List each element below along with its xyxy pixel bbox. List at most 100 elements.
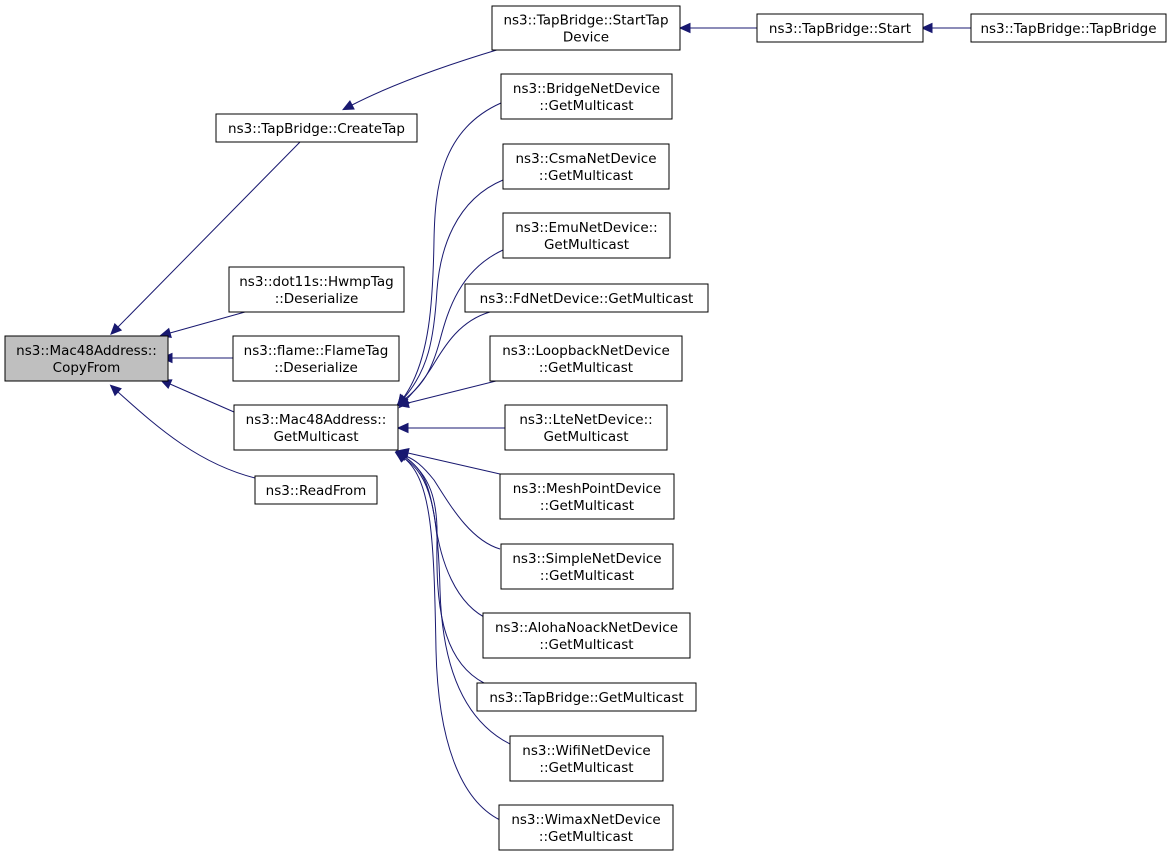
node-box <box>500 73 673 120</box>
node-label-line: ns3::FdNetDevice::GetMulticast <box>480 291 694 307</box>
node-box <box>970 13 1167 43</box>
node-label-line: GetMulticast <box>544 237 629 253</box>
node-box <box>4 335 169 382</box>
edge-mesh-point-to-mac-get-multicast <box>397 447 501 475</box>
node-create-tap[interactable]: ns3::TapBridge::CreateTap <box>215 113 418 143</box>
node-label-line: ns3::CsmaNetDevice <box>515 151 656 167</box>
edge-line <box>351 48 501 106</box>
node-label-line: ns3::SimpleNetDevice <box>512 551 661 567</box>
node-loopback[interactable]: ns3::LoopbackNetDevice::GetMulticast <box>489 335 683 382</box>
node-tap-bridge-ctor[interactable]: ns3::TapBridge::TapBridge <box>970 13 1167 43</box>
node-simple[interactable]: ns3::SimpleNetDevice::GetMulticast <box>500 543 674 590</box>
edge-flame-deserialize-to-copy-from <box>160 352 233 364</box>
node-label-line: ns3::WifiNetDevice <box>522 743 650 759</box>
edge-line <box>403 457 501 821</box>
node-box <box>498 804 674 851</box>
node-label-line: ns3::Mac48Address:: <box>246 412 387 428</box>
node-wimax[interactable]: ns3::WimaxNetDevice::GetMulticast <box>498 804 674 851</box>
node-tap-bridge-gm[interactable]: ns3::TapBridge::GetMulticast <box>476 682 697 712</box>
edge-tap-bridge-ctor-to-start <box>920 22 971 34</box>
edge-tap-bridge-gm-to-mac-get-multicast <box>395 450 485 684</box>
node-label-line: ns3::TapBridge::TapBridge <box>980 21 1156 37</box>
node-label-line: ::GetMulticast <box>540 568 634 584</box>
node-label-line: ns3::WimaxNetDevice <box>511 812 660 828</box>
edge-line <box>404 456 485 684</box>
node-label-line: ns3::BridgeNetDevice <box>513 81 660 97</box>
node-box <box>228 266 405 313</box>
edge-line <box>407 380 497 404</box>
arrowhead <box>396 422 409 434</box>
edge-start-to-start-tap-device <box>678 22 757 34</box>
node-label-line: ns3::TapBridge::Start <box>769 21 911 37</box>
node-label-line: ::GetMulticast <box>540 498 634 514</box>
node-box <box>215 113 418 143</box>
node-fd[interactable]: ns3::FdNetDevice::GetMulticast <box>464 283 709 313</box>
node-label-line: ns3::flame::FlameTag <box>244 343 389 359</box>
edge-mac-get-multicast-to-copy-from <box>159 379 235 413</box>
node-label-line: ::GetMulticast <box>539 98 633 114</box>
edge-line <box>117 391 256 479</box>
node-label-line: ::GetMulticast <box>539 168 633 184</box>
edge-line <box>117 141 301 328</box>
node-label-line: ::GetMulticast <box>539 829 633 845</box>
node-label-line: ::GetMulticast <box>539 760 633 776</box>
node-label-line: ::Deserialize <box>274 360 358 376</box>
node-box <box>476 682 697 712</box>
node-bridge[interactable]: ns3::BridgeNetDevice::GetMulticast <box>500 73 673 120</box>
edge-line <box>403 102 502 398</box>
arrowhead <box>342 100 355 111</box>
edge-lte-to-mac-get-multicast <box>396 422 505 434</box>
node-label-line: ns3::dot11s::HwmpTag <box>239 274 393 290</box>
arrowhead <box>920 22 933 34</box>
edge-line <box>169 383 235 413</box>
node-mesh-point[interactable]: ns3::MeshPointDevice::GetMulticast <box>499 473 675 520</box>
node-label-line: ::GetMulticast <box>539 637 633 653</box>
node-label-line: ns3::EmuNetDevice:: <box>515 220 657 236</box>
node-mac-get-multicast[interactable]: ns3::Mac48Address::GetMulticast <box>233 404 399 451</box>
arrowhead <box>397 397 410 408</box>
edge-line <box>405 311 491 401</box>
arrowhead <box>395 451 408 463</box>
node-box <box>491 5 681 51</box>
node-label-line: Device <box>563 30 609 46</box>
node-lte[interactable]: ns3::LteNetDevice::GetMulticast <box>504 404 668 451</box>
node-flame-deserialize[interactable]: ns3::flame::FlameTag::Deserialize <box>232 335 400 382</box>
edge-loopback-to-mac-get-multicast <box>397 380 497 408</box>
edge-line <box>407 452 501 475</box>
node-label-line: ns3::TapBridge::CreateTap <box>228 121 405 137</box>
node-box <box>502 212 671 259</box>
node-label-line: ns3::TapBridge::GetMulticast <box>489 690 683 706</box>
node-box <box>509 735 664 782</box>
node-label-line: ns3::AlohaNoackNetDevice <box>495 620 678 636</box>
node-label-line: ns3::TapBridge::StartTap <box>503 13 668 29</box>
nodes-layer: ns3::Mac48Address::CopyFromns3::TapBridg… <box>4 5 1167 851</box>
node-box <box>482 612 691 659</box>
node-read-from[interactable]: ns3::ReadFrom <box>254 475 378 505</box>
node-csma[interactable]: ns3::CsmaNetDevice::GetMulticast <box>502 143 670 190</box>
edge-line <box>169 311 246 334</box>
node-box <box>464 283 709 313</box>
edge-bridge-to-mac-get-multicast <box>397 102 502 407</box>
node-box <box>500 543 674 590</box>
node-wifi[interactable]: ns3::WifiNetDevice::GetMulticast <box>509 735 664 782</box>
node-label-line: GetMulticast <box>273 429 358 445</box>
node-aloha-noack[interactable]: ns3::AlohaNoackNetDevice::GetMulticast <box>482 612 691 659</box>
node-box <box>232 335 400 382</box>
node-box <box>504 404 668 451</box>
edge-start-tap-device-to-create-tap <box>342 48 501 111</box>
arrowhead <box>110 322 123 335</box>
node-hwmp-deserialize[interactable]: ns3::dot11s::HwmpTag::Deserialize <box>228 266 405 313</box>
node-label-line: ns3::ReadFrom <box>266 483 367 499</box>
edge-line <box>403 179 504 399</box>
node-label-line: ::Deserialize <box>275 291 359 307</box>
edge-fd-to-mac-get-multicast <box>398 311 491 409</box>
edge-create-tap-to-copy-from <box>110 141 301 335</box>
edge-line <box>404 249 504 400</box>
node-box <box>489 335 683 382</box>
node-box <box>233 404 399 451</box>
node-start[interactable]: ns3::TapBridge::Start <box>756 13 924 43</box>
node-label-line: ns3::LoopbackNetDevice <box>502 343 670 359</box>
node-emu[interactable]: ns3::EmuNetDevice::GetMulticast <box>502 212 671 259</box>
